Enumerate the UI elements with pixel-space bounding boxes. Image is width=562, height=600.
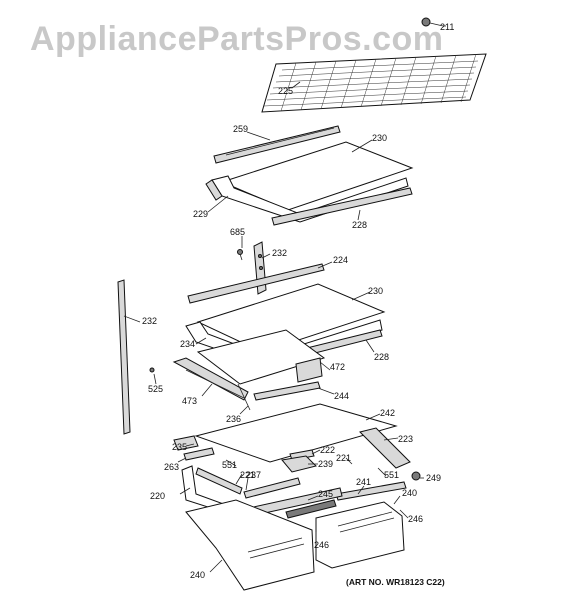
callout-685: 685 [230,227,245,237]
rail-241 [335,481,407,501]
rail-228 [271,187,413,226]
callout-222: 222 [320,445,335,455]
callout-240-right: 240 [402,488,417,498]
callout-234: 234 [180,339,195,349]
callout-525: 525 [148,384,163,394]
callout-249: 249 [426,473,441,483]
callout-246-center: 246 [314,540,329,550]
callout-211: 211 [440,22,454,32]
callout-229: 229 [193,209,208,219]
callout-230: 230 [372,133,387,143]
rail-237 [243,477,301,499]
wire-shelf [261,53,487,113]
callout-223: 223 [398,434,413,444]
rail-244 [253,381,321,401]
crisper-drawer-right [315,501,405,569]
cover-support-223 [359,427,411,469]
callout-246-right: 246 [408,514,423,524]
callout-221-right: 221 [336,453,351,463]
bracket-239 [281,455,317,473]
rail-263 [183,447,215,461]
callout-labels: 211 225 259 230 229 228 685 232 224 230 … [142,22,454,580]
callout-224: 224 [333,255,348,265]
side-rail-232 [117,279,131,435]
screw-685 [237,249,243,261]
trim-bar-259 [213,125,341,164]
callout-235: 235 [172,442,187,452]
slide-shelf-472 [196,329,326,385]
callout-245: 245 [318,489,333,499]
callout-230-lower: 230 [368,286,383,296]
callout-221-left: 221 [240,470,255,480]
callout-242: 242 [380,408,395,418]
callout-259: 259 [233,124,248,134]
callout-263: 263 [164,462,179,472]
trim-bar-224 [187,263,325,304]
cover-frame-left-235 [173,435,199,451]
callout-551-right: 551 [384,470,399,480]
callout-228: 228 [352,220,367,230]
callout-551-left: 551 [222,460,237,470]
callout-240-left: 240 [190,570,205,580]
slide-frame-473 [172,357,249,401]
crisper-cover-glass-242 [194,403,398,463]
callout-473: 473 [182,396,197,406]
callout-225: 225 [278,86,293,96]
screw-525 [149,367,155,373]
callout-241: 241 [356,477,371,487]
leader-lines [123,25,446,573]
callout-239: 239 [318,459,333,469]
knob-fastener [421,17,444,27]
callout-472: 472 [330,362,345,372]
callout-232-bracket: 232 [272,248,287,258]
callout-228-lower: 228 [374,352,389,362]
brace-236 [237,383,251,411]
callout-220: 220 [150,491,165,501]
callout-244: 244 [334,391,349,401]
fastener-249 [411,471,421,481]
art-number: (ART NO. WR18123 C22) [346,577,445,587]
rail-221 [195,467,243,495]
callout-237: 237 [246,470,261,480]
crisper-drawer-left [185,499,315,591]
callout-236: 236 [226,414,241,424]
watermark-text: AppliancePartsPros.com [30,20,443,58]
callout-232-rail: 232 [142,316,157,326]
